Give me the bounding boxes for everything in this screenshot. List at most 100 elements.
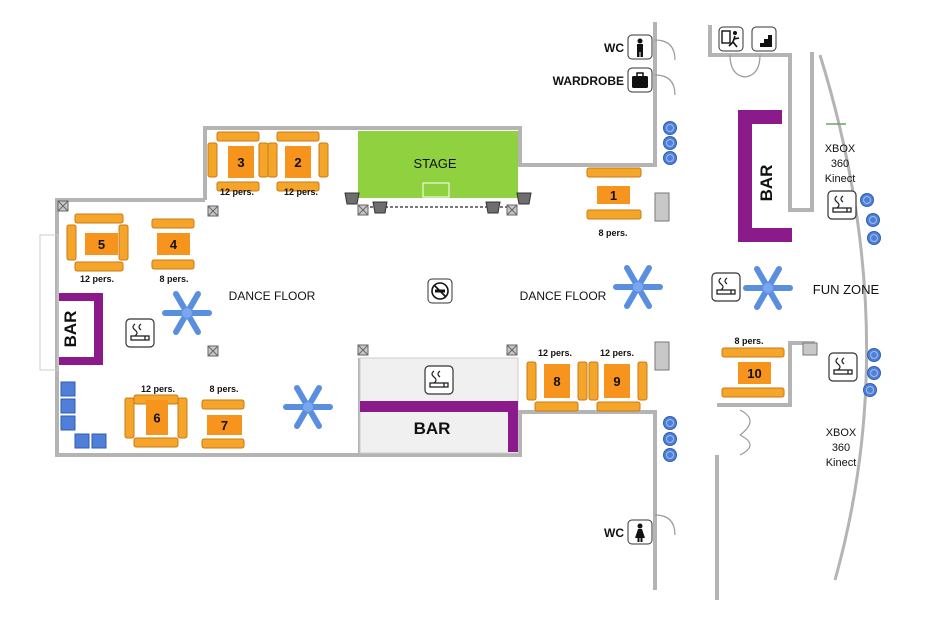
table-number: 7 bbox=[221, 418, 228, 433]
door bbox=[739, 409, 751, 456]
table-9: 9 12 pers. bbox=[588, 348, 648, 412]
ceiling-fan-icon bbox=[616, 268, 660, 306]
right-bar-label: BAR bbox=[757, 165, 776, 202]
table-5: 5 12 pers. bbox=[66, 213, 129, 284]
truss-post bbox=[506, 204, 518, 216]
door bbox=[729, 54, 761, 78]
table-number: 6 bbox=[153, 411, 160, 426]
xbox-top-line2: 360 bbox=[831, 158, 849, 170]
table-capacity: 8 pers. bbox=[598, 228, 627, 238]
table-capacity: 12 pers. bbox=[284, 187, 318, 197]
ceiling-fan-icon bbox=[746, 269, 790, 307]
table-number: 4 bbox=[170, 237, 178, 252]
table-1: 18 pers. bbox=[586, 167, 642, 238]
lounge-seats bbox=[60, 381, 107, 449]
table-number: 5 bbox=[98, 237, 105, 252]
table-7: 7 8 pers. bbox=[201, 384, 245, 449]
seat-bench bbox=[276, 181, 320, 192]
main-bar-end bbox=[360, 401, 368, 412]
smoking-area-icon bbox=[125, 318, 155, 348]
seat-bench bbox=[216, 131, 260, 142]
seat-bench bbox=[318, 142, 329, 178]
table-10: 108 pers. bbox=[721, 336, 785, 398]
door bbox=[654, 74, 676, 96]
speaker bbox=[654, 341, 670, 371]
stage-light-icon bbox=[372, 201, 388, 214]
seat-bench bbox=[526, 361, 537, 401]
seat-bench bbox=[586, 209, 642, 220]
stage-light-icon bbox=[344, 192, 360, 205]
seat-bench bbox=[74, 213, 124, 224]
table-number: 2 bbox=[294, 155, 301, 170]
xbox-bottom-line2: 360 bbox=[832, 442, 850, 454]
table-capacity: 8 pers. bbox=[734, 336, 763, 346]
tables-layer: 18 pers.212 pers.312 pers.48 pers.512 pe… bbox=[66, 131, 785, 449]
seat-bench bbox=[216, 181, 260, 192]
seat-bench bbox=[74, 261, 124, 272]
table-8: 8 12 pers. bbox=[526, 348, 588, 412]
seat-bench bbox=[721, 387, 785, 398]
pillar bbox=[357, 344, 369, 356]
seat-bench bbox=[637, 361, 648, 401]
table-capacity: 12 pers. bbox=[220, 187, 254, 197]
table-capacity: 12 pers. bbox=[80, 274, 114, 284]
table-capacity: 8 pers. bbox=[209, 384, 238, 394]
main-bar-counter bbox=[360, 401, 518, 452]
smoking-area-icon bbox=[424, 365, 454, 395]
table-3: 3 12 pers. bbox=[207, 131, 269, 197]
wc-top-label: WC bbox=[604, 41, 624, 55]
main-bar-label: BAR bbox=[414, 419, 451, 438]
table-top bbox=[738, 362, 771, 384]
right-bar-counter bbox=[738, 110, 792, 242]
seat-bench bbox=[596, 401, 641, 412]
seat-bench bbox=[577, 361, 588, 401]
pillar bbox=[207, 205, 219, 217]
truss-post bbox=[357, 204, 369, 216]
table-4: 48 pers. bbox=[151, 218, 195, 284]
table-top bbox=[207, 415, 242, 435]
speaker bbox=[654, 192, 670, 222]
door bbox=[654, 514, 676, 536]
seat-bench bbox=[66, 224, 77, 261]
fun-zone-label: FUN ZONE bbox=[813, 282, 880, 297]
table-top bbox=[544, 364, 570, 398]
seat-bench bbox=[588, 361, 599, 401]
table-capacity: 12 pers. bbox=[538, 348, 572, 358]
seat-bench bbox=[721, 347, 785, 358]
table-top bbox=[228, 146, 254, 178]
table-top bbox=[146, 400, 168, 435]
table-number: 8 bbox=[553, 374, 560, 389]
table-number: 9 bbox=[613, 374, 620, 389]
pillar bbox=[57, 200, 69, 212]
table-top bbox=[604, 364, 630, 398]
seat-bench bbox=[118, 224, 129, 261]
table-top bbox=[597, 186, 630, 204]
smoking-area-icon bbox=[711, 272, 741, 302]
smoking-area-icon bbox=[827, 190, 857, 220]
curved-outer-wall bbox=[818, 54, 869, 581]
dance-floor-right-label: DANCE FLOOR bbox=[520, 289, 607, 303]
ceiling-fan-icon bbox=[165, 294, 209, 332]
emergency-exit-icon bbox=[718, 26, 744, 52]
smoking-area-icon bbox=[828, 352, 858, 382]
stage-label: STAGE bbox=[413, 156, 456, 171]
table-number: 3 bbox=[237, 155, 244, 170]
pillar bbox=[506, 344, 518, 356]
seat-bench bbox=[177, 397, 188, 439]
male-toilet-icon bbox=[627, 34, 653, 60]
table-top bbox=[85, 233, 118, 255]
table-capacity: 12 pers. bbox=[600, 348, 634, 358]
seat-bench bbox=[258, 142, 269, 178]
pillar bbox=[207, 345, 219, 357]
seat-bench bbox=[201, 399, 245, 410]
stairs-icon bbox=[751, 26, 777, 52]
seat-bench bbox=[124, 397, 135, 439]
stage-light-icon bbox=[516, 192, 532, 205]
left-bar-counter bbox=[59, 293, 103, 365]
wc-bottom-label: WC bbox=[604, 526, 624, 540]
speaker bbox=[802, 342, 818, 356]
dance-floor-left-label: DANCE FLOOR bbox=[229, 289, 316, 303]
stage-equipment bbox=[422, 182, 450, 198]
seat-bench bbox=[534, 401, 579, 412]
